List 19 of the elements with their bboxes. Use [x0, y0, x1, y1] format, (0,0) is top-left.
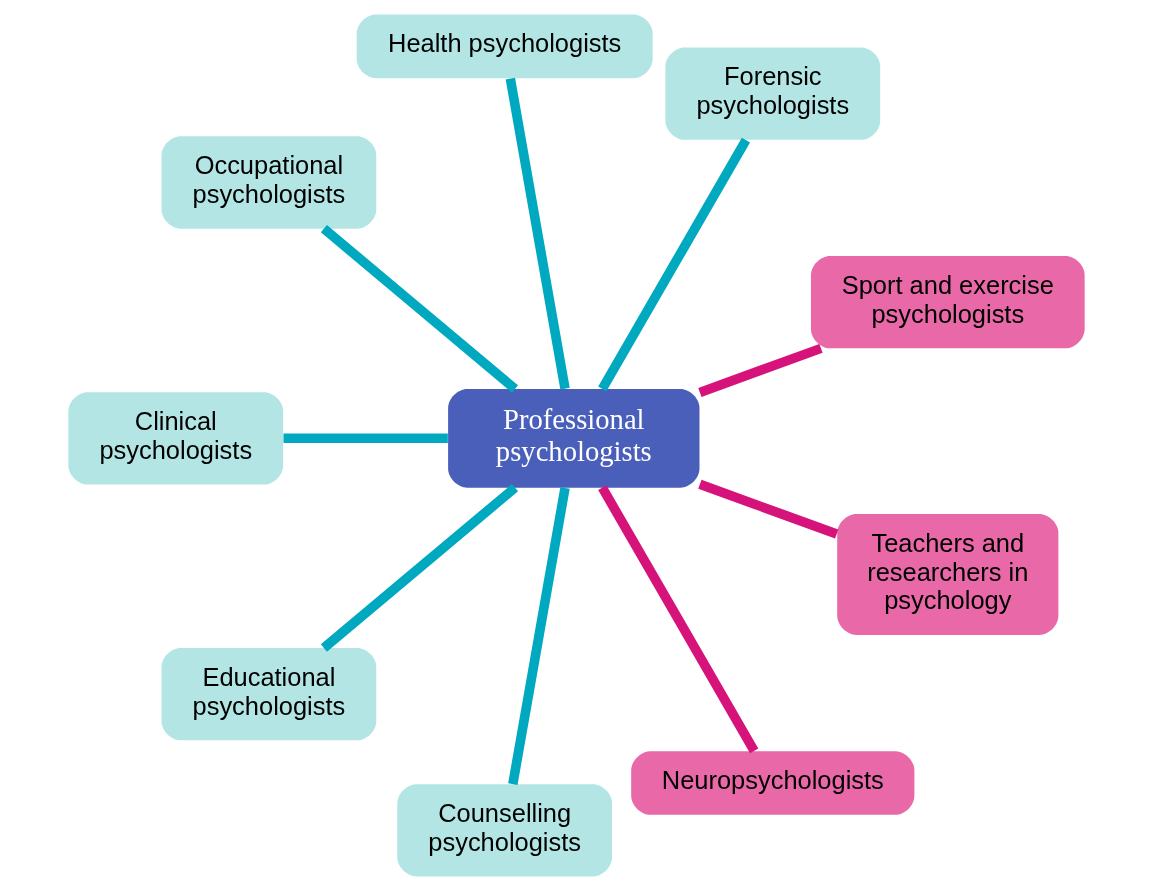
connector — [505, 77, 570, 390]
connector — [320, 225, 518, 393]
node-box: Counselling psychologists — [396, 784, 612, 877]
connector — [507, 487, 570, 785]
connector — [697, 479, 838, 539]
connector — [697, 343, 823, 397]
node-box: Neuropsychologists — [630, 751, 914, 815]
connector — [597, 485, 758, 754]
node-box: Occupational psychologists — [161, 136, 376, 229]
node-box: Educational psychologists — [161, 648, 376, 741]
connector — [597, 137, 750, 392]
node-box: Teachers and researchers in psychology — [836, 514, 1058, 635]
node-box: Forensic psychologists — [664, 47, 880, 140]
node-box: Health psychologists — [356, 14, 653, 79]
node-box: Clinical psychologists — [67, 392, 283, 485]
node-box: Sport and exercise psychologists — [810, 256, 1085, 349]
connector — [283, 433, 448, 444]
connector — [320, 484, 518, 652]
node-box: Professional psychologists — [447, 389, 699, 488]
